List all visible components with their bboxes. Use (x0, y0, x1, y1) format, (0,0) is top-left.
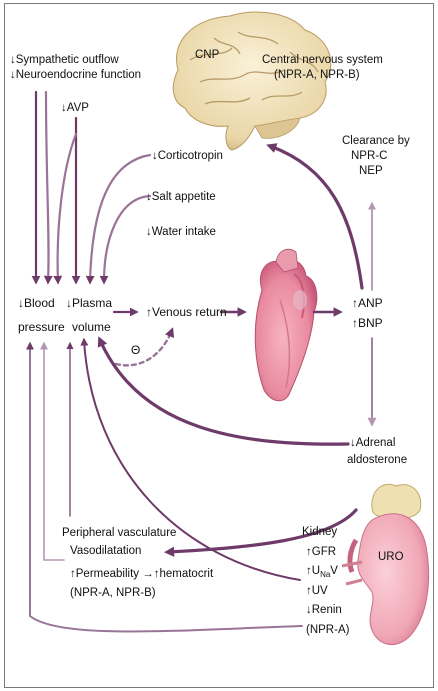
label-aldosterone: aldosterone (347, 454, 407, 466)
label-cnp: CNP (195, 49, 220, 61)
arrow-renin-to-bp (26, 341, 303, 633)
arrow-inhibit-dashed (114, 327, 175, 367)
arrow-corticotropin-to-plasma (85, 153, 152, 285)
label-plasma-1: ↓Plasma (66, 296, 112, 310)
label-bnp: ↑BNP (352, 316, 383, 330)
label-renin: ↓Renin (306, 604, 342, 616)
label-cns-receptors: (NPR-A, NPR-B) (274, 69, 360, 81)
label-clearance-3: NEP (359, 165, 383, 177)
label-periph-receptors: (NPR-A, NPR-B) (70, 587, 156, 599)
label-plasma-2: volume (72, 320, 111, 334)
label-clearance-2: NPR-C (351, 150, 387, 162)
arrow-salt-to-plasma (99, 194, 152, 285)
label-permeability: ↑Permeability →↑hematocrit (70, 568, 214, 580)
label-anp: ↑ANP (352, 296, 383, 310)
label-uv: ↑UV (306, 585, 328, 597)
label-corticotropin: ↓Corticotropin (152, 150, 223, 162)
arrow-kidney-to-plasma (80, 337, 301, 581)
arrow-adrenal-to-plasma (97, 336, 350, 446)
label-water-intake: ↓Water intake (146, 226, 216, 238)
label-gfr: ↑GFR (306, 546, 336, 558)
label-sympathetic: ↓Sympathetic outflow (10, 54, 119, 66)
label-neuroendocrine: ↓Neuroendocrine function (10, 69, 141, 81)
label-adrenal: ↓Adrenal (350, 437, 395, 449)
kidney-illustration (341, 483, 430, 645)
label-uro: URO (378, 551, 404, 563)
arrow-kidney-to-peripheral (163, 508, 358, 557)
arrow-neuroendocrine-to-bp (43, 90, 53, 285)
label-kidney: Kidney (302, 526, 337, 538)
label-venous-return: ↑Venous return (146, 305, 227, 319)
label-avp: ↓AVP (61, 102, 89, 114)
label-salt-appetite: ↓Salt appetite (146, 191, 216, 203)
label-blood-1: ↓Blood (18, 296, 55, 310)
arrow-anp-to-cns (266, 143, 364, 290)
heart-illustration (254, 248, 318, 402)
arrow-avp-to-bp (53, 132, 78, 285)
label-blood-2: pressure (18, 320, 65, 334)
arrow-peripheral-to-bp (40, 341, 65, 561)
label-cns-title: Central nervous system (262, 54, 383, 66)
label-peripheral: Peripheral vasculature (62, 527, 176, 539)
label-theta: Θ (131, 343, 140, 357)
label-vasodilatation: Vasodilatation (70, 545, 141, 557)
label-clearance-1: Clearance by (342, 135, 410, 147)
label-kidney-receptor: (NPR-A) (306, 624, 350, 636)
label-una: ↑UNaV (306, 565, 338, 579)
brain-illustration (172, 11, 332, 151)
arrow-network (26, 90, 377, 633)
